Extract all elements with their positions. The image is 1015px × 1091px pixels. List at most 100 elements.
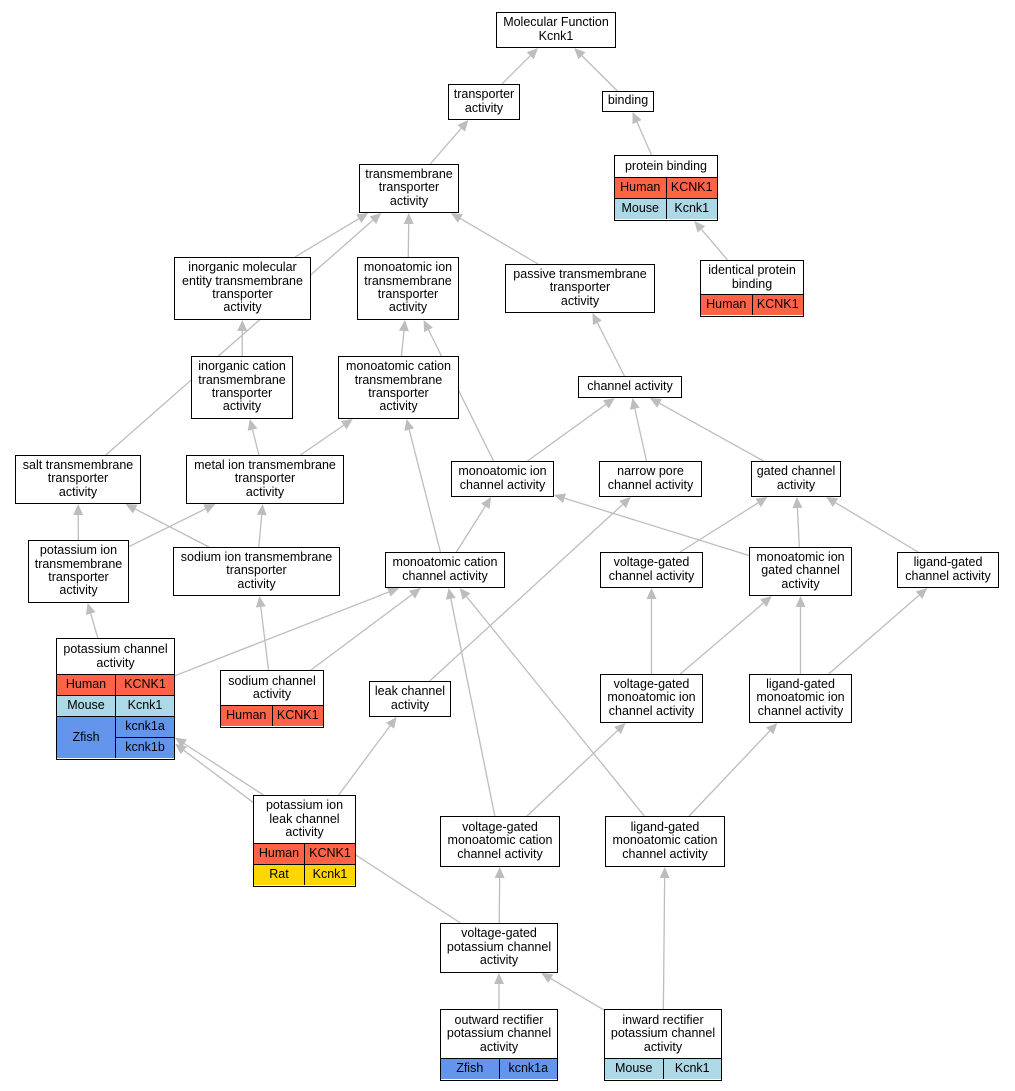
node-ligand-gated-monoatomic-ion-channel-activity[interactable]: ligand-gated monoatomic ion channel acti… (749, 674, 852, 723)
node-label: metal ion transmembrane transporter acti… (194, 457, 336, 499)
arrowhead (659, 867, 670, 879)
gene-cell[interactable]: kcnk1a (115, 716, 174, 738)
node-label: voltage-gated monoatomic ion channel act… (607, 676, 696, 718)
arrowhead (423, 320, 433, 333)
arrowhead (409, 588, 421, 599)
arrowhead (255, 596, 266, 608)
node-inward-rectifier-potassium-channel-activity[interactable]: inward rectifier potassium channel activ… (604, 1009, 722, 1081)
gene-cell[interactable]: Kcnk1 (304, 864, 355, 885)
node-binding[interactable]: binding (602, 91, 654, 112)
node-metal-ion-transmembrane-transporter-activity[interactable]: metal ion transmembrane transporter acti… (186, 455, 344, 504)
node-monoatomic-ion-transmembrane-transporter-activity[interactable]: monoatomic ion transmembrane transporter… (357, 257, 459, 320)
gene-cell[interactable]: KCNK1 (272, 705, 323, 726)
arrowhead (237, 320, 248, 332)
edge-metal_ion_tm-to-monocation_tm (300, 424, 345, 456)
arrowhead (766, 723, 778, 735)
node-transporter-activity[interactable]: transporter activity (448, 84, 520, 120)
arrowhead (369, 213, 382, 225)
arrowhead (175, 737, 187, 748)
arrowhead (457, 120, 469, 132)
edge-vg_monocation-to-vg_monoion (526, 730, 618, 817)
node-monoatomic-cation-channel-activity[interactable]: monoatomic cation channel activity (385, 552, 505, 588)
arrowhead (526, 48, 538, 60)
node-passive-transmembrane-transporter-activity[interactable]: passive transmembrane transporter activi… (505, 264, 655, 313)
node-transmembrane-transporter-activity[interactable]: transmembrane transporter activity (359, 164, 459, 213)
node-monoatomic-ion-gated-channel-activity[interactable]: monoatomic ion gated channel activity (749, 547, 852, 596)
node-salt-transmembrane-transporter-activity[interactable]: salt transmembrane transporter activity (15, 455, 141, 504)
node-ligand-gated-channel-activity[interactable]: ligand-gated channel activity (897, 552, 999, 588)
gene-cell[interactable]: Kcnk1 (666, 198, 717, 219)
node-inorganic-molecular-entity-transmembrane-transporter-activity[interactable]: inorganic molecular entity transmembrane… (174, 257, 311, 320)
gene-cell[interactable]: Kcnk1 (115, 695, 174, 717)
node-monoatomic-cation-transmembrane-transporter-activity[interactable]: monoatomic cation transmembrane transpor… (338, 356, 459, 419)
edge-monoion_channel-to-monoion_tm (427, 329, 495, 462)
node-label: binding (607, 93, 649, 108)
edge-tm_transporter-to-transporter (429, 127, 462, 165)
node-inorganic-cation-transmembrane-transporter-activity[interactable]: inorganic cation transmembrane transport… (191, 356, 293, 419)
node-label: leak channel activity (374, 684, 446, 712)
edge-k_leak-to-leak_channel (338, 725, 391, 796)
node-monoatomic-ion-channel-activity[interactable]: monoatomic ion channel activity (451, 461, 554, 497)
node-leak-channel-activity[interactable]: leak channel activity (369, 681, 451, 717)
node-voltage-gated-potassium-channel-activity[interactable]: voltage-gated potassium channel activity (440, 923, 558, 973)
arrowhead (125, 504, 138, 514)
node-label: passive transmembrane transporter activi… (513, 266, 647, 308)
edge-salt_tm-to-tm_transporter (105, 219, 374, 456)
edge-k_ion_tm-to-metal_ion_tm (128, 508, 206, 548)
gene-cell[interactable]: KCNK1 (304, 843, 355, 865)
species-cell: Human (254, 843, 305, 865)
arrowhead (247, 419, 258, 431)
node-potassium-ion-transmembrane-transporter-activity[interactable]: potassium ion transmembrane transporter … (28, 540, 129, 603)
arrowhead (795, 596, 806, 607)
edge-vg_channel-to-gated_channel (679, 502, 759, 553)
gene-cell[interactable]: kcnk1b (115, 737, 174, 758)
node-sodium-ion-transmembrane-transporter-activity[interactable]: sodium ion transmembrane transporter act… (173, 547, 340, 596)
edge-na_ion_tm-to-metal_ion_tm (258, 514, 263, 548)
node-voltage-gated-monoatomic-ion-channel-activity[interactable]: voltage-gated monoatomic ion channel act… (600, 674, 703, 723)
arrowhead (629, 398, 640, 410)
edge-passive_tm-to-tm_transporter (460, 217, 539, 265)
node-channel-activity[interactable]: channel activity (578, 376, 682, 398)
node-ligand-gated-monoatomic-cation-channel-activity[interactable]: ligand-gated monoatomic cation channel a… (605, 816, 725, 867)
arrowhead (574, 48, 586, 60)
edge-metal_ion_tm-to-inorg_cation (251, 429, 260, 456)
node-label: sodium ion transmembrane transporter act… (180, 549, 333, 591)
node-label: ligand-gated monoatomic ion channel acti… (756, 676, 845, 718)
node-label: potassium ion leak channel activity (265, 798, 344, 840)
arrowhead (494, 973, 504, 984)
edge-protein_binding-to-binding (636, 121, 653, 156)
species-cell: Human (701, 294, 753, 315)
edge-channel-to-passive_tm (596, 322, 625, 377)
edge-monoion_gated-to-gated_channel (796, 507, 800, 548)
species-cell: Zfish (441, 1058, 500, 1079)
gene-cell[interactable]: Kcnk1 (663, 1058, 721, 1079)
node-outward-rectifier-potassium-channel-activity[interactable]: outward rectifier potassium channel acti… (440, 1009, 558, 1081)
edge-monocation_tm-to-monoion_tm (400, 330, 405, 357)
edge-lg_channel-to-gated_channel (835, 502, 919, 553)
gene-cell[interactable]: kcnk1a (499, 1058, 557, 1079)
edge-inorg_mol-to-tm_transporter (294, 218, 360, 258)
gene-cell[interactable]: KCNK1 (666, 177, 717, 199)
node-voltage-gated-monoatomic-cation-channel-activity[interactable]: voltage-gated monoatomic cation channel … (440, 816, 560, 867)
node-gated-channel-activity[interactable]: gated channel activity (751, 461, 841, 497)
species-cell: Mouse (57, 695, 116, 717)
node-narrow-pore-channel-activity[interactable]: narrow pore channel activity (599, 461, 702, 497)
node-molecular-function[interactable]: Molecular Function Kcnk1 (496, 12, 616, 48)
edge-monocation_channel-to-monocation_tm (408, 429, 442, 553)
gene-cell[interactable]: KCNK1 (752, 294, 803, 315)
gene-cell[interactable]: KCNK1 (115, 674, 174, 696)
edge-k_channel-to-monocation_channel (174, 591, 390, 677)
arrowhead (450, 213, 463, 223)
node-label: salt transmembrane transporter activity (22, 457, 134, 499)
node-label: outward rectifier potassium channel acti… (446, 1012, 552, 1054)
edge-k_channel-to-k_ion_tm (90, 613, 99, 639)
arrowhead (694, 221, 706, 233)
node-voltage-gated-channel-activity[interactable]: voltage-gated channel activity (600, 552, 703, 588)
